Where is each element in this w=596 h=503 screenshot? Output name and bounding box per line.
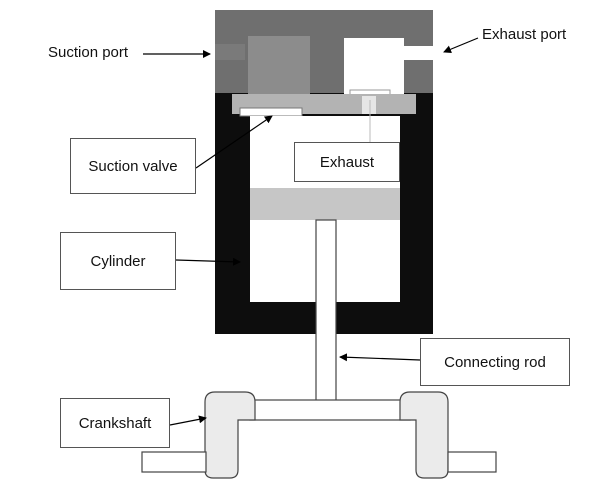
suction-valve-arrow [195, 115, 273, 169]
crankshaft-bar [249, 399, 411, 421]
suction-port-block [215, 44, 245, 60]
suction-valve-reed [239, 107, 303, 117]
exhaust-chamber [344, 38, 404, 96]
exhaust-port-block [404, 46, 433, 60]
connecting-rod [315, 219, 337, 407]
exhaust-label: Exhaust [294, 142, 400, 182]
crankshaft-arrow [169, 415, 207, 426]
crankshaft-label: Crankshaft [60, 398, 170, 448]
cylinder-arrow [175, 257, 241, 266]
suction-chamber [248, 36, 310, 96]
connecting-rod-label: Connecting rod [420, 338, 570, 386]
suction-port-label: Suction port [48, 44, 129, 61]
crank-stub-left [141, 451, 207, 473]
exhaust-passage [362, 96, 376, 114]
suction-valve-label: Suction valve [70, 138, 196, 194]
crank-stub-right [447, 451, 497, 473]
exhaust-port-arrow [443, 37, 479, 54]
crank-arm-left [204, 391, 256, 479]
exhaust-port-label: Exhaust port [482, 26, 567, 43]
connecting-rod-arrow [339, 353, 421, 362]
crank-arm-right [399, 391, 449, 479]
piston [250, 188, 400, 220]
cylinder-label: Cylinder [60, 232, 176, 290]
